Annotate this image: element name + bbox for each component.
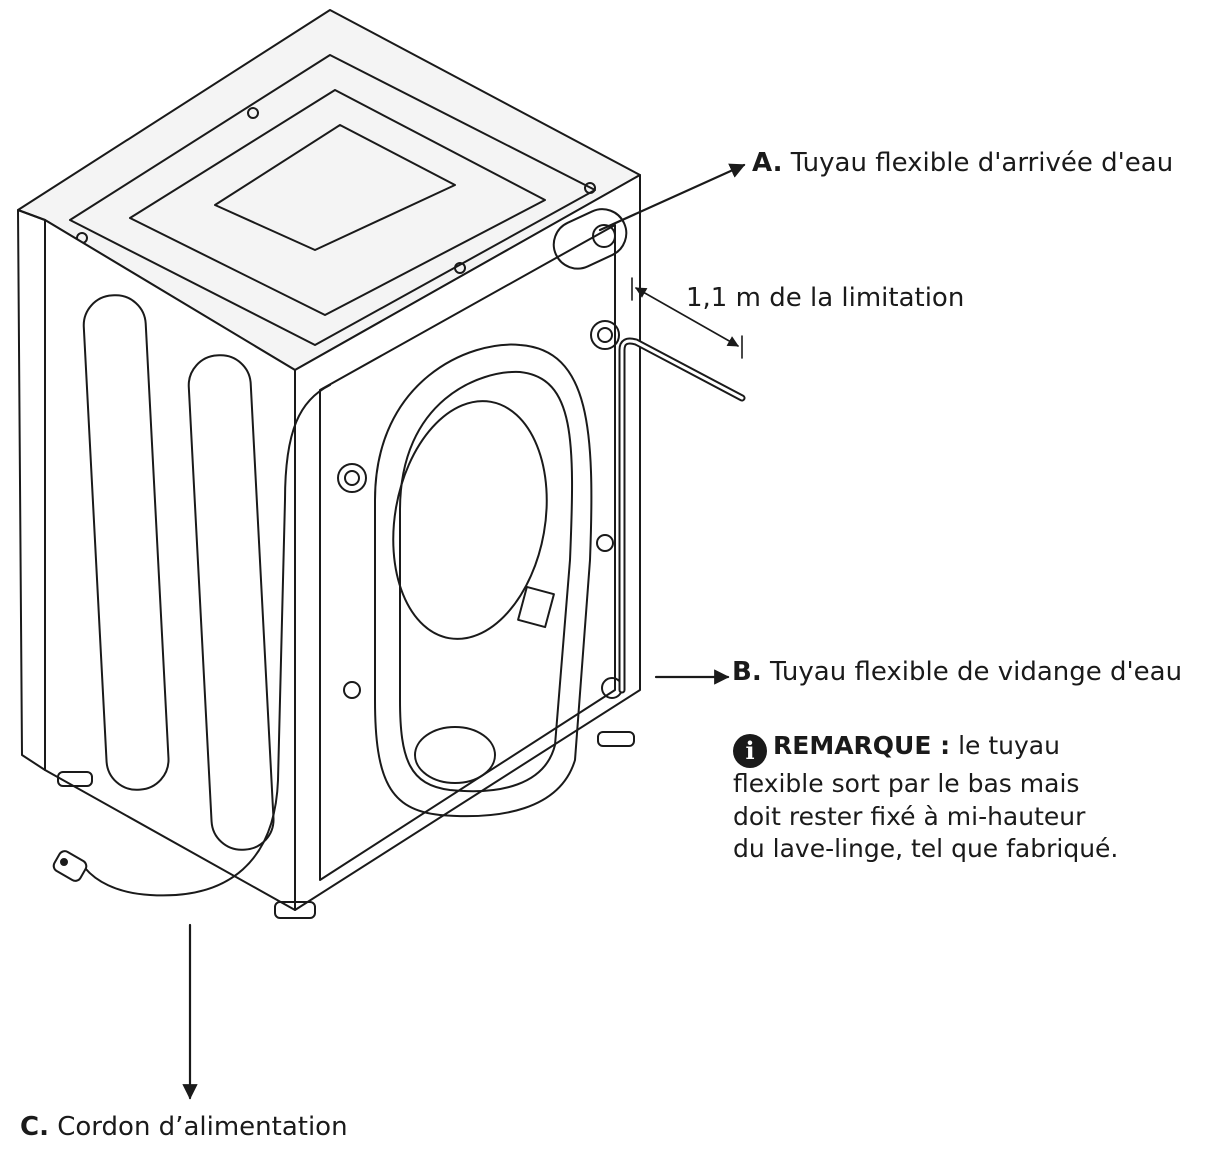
arrow-a xyxy=(598,163,746,232)
machine-cabinet xyxy=(17,9,641,919)
label-power-cord: C. Cordon d’alimentation xyxy=(20,1112,348,1142)
plug-icon xyxy=(52,850,88,882)
label-length-limit: 1,1 m de la limitation xyxy=(686,283,965,313)
power-cord xyxy=(84,384,331,897)
label-drain-hose: B. Tuyau flexible de vidange d'eau xyxy=(732,657,1183,687)
remark-heading: REMARQUE : xyxy=(773,731,951,760)
info-icon: i xyxy=(733,734,767,768)
dimension-bracket xyxy=(631,277,743,359)
label-water-inlet-hose: A. Tuyau flexible d'arrivée d'eau xyxy=(752,148,1174,178)
